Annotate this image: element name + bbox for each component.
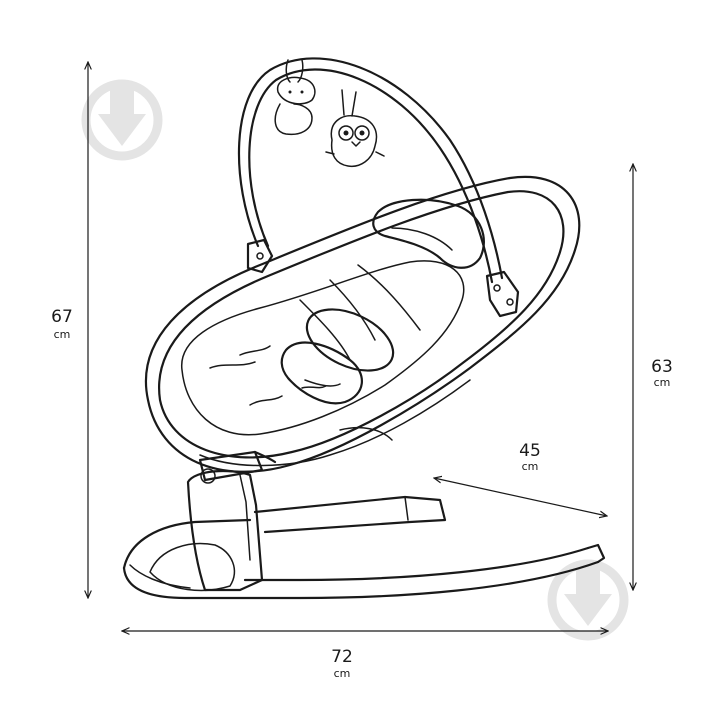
width-dimension: 72 cm (122, 631, 608, 680)
depth-dimension: 45 cm (434, 441, 607, 516)
baby-swing-illustration (122, 57, 606, 600)
download-arrow-circle-icon (81, 79, 163, 161)
width-value: 72 (331, 647, 353, 667)
swing-base (122, 495, 606, 600)
height-total-dimension: 67 cm (51, 62, 88, 598)
depth-value: 45 (519, 441, 541, 461)
seat-shell (144, 175, 581, 473)
owl-toy (325, 89, 385, 168)
height-total-unit: cm (54, 328, 71, 341)
bunny-toy (274, 59, 316, 136)
toy-arch (237, 57, 520, 318)
download-arrow-circle-icon (547, 559, 629, 641)
height-seat-dimension: 63 cm (633, 164, 673, 590)
depth-unit: cm (522, 460, 539, 473)
width-unit: cm (334, 667, 351, 680)
height-seat-value: 63 (651, 357, 673, 377)
height-seat-unit: cm (654, 376, 671, 389)
height-total-value: 67 (51, 307, 73, 327)
